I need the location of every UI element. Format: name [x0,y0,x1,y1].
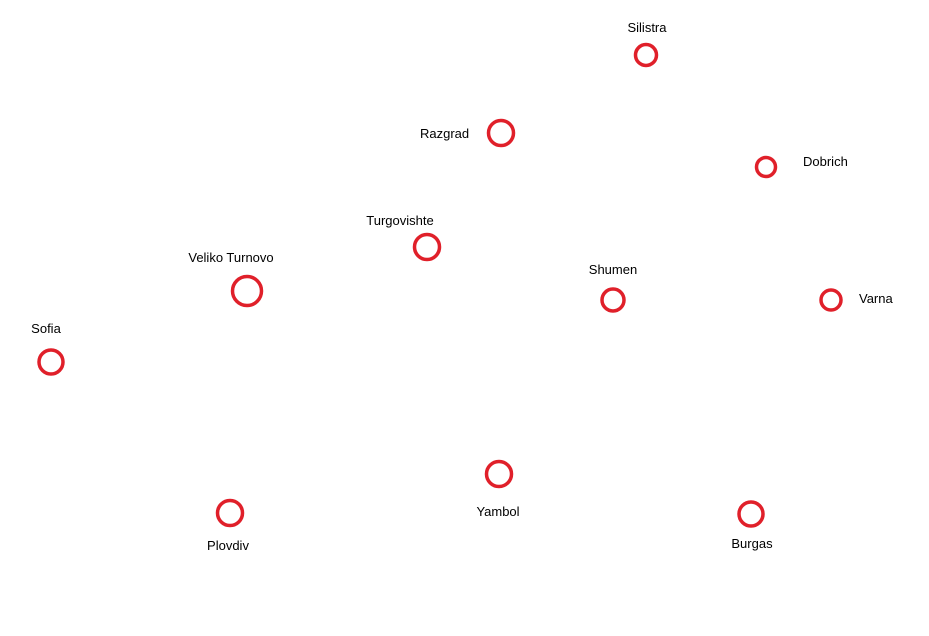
city-marker-razgrad[interactable] [486,118,516,148]
city-label-silistra: Silistra [627,20,667,35]
city-marker-burgas[interactable] [737,500,765,528]
city-varna[interactable]: Varna [819,288,893,312]
city-veliko-turnovo[interactable]: Veliko Turnovo [188,250,274,308]
city-burgas[interactable]: Burgas [731,500,773,551]
city-label-dobrich: Dobrich [803,154,848,169]
city-label-yambol: Yambol [476,504,519,519]
city-marker-turgovishte[interactable] [412,232,442,262]
city-plovdiv[interactable]: Plovdiv [207,498,249,554]
city-label-plovdiv: Plovdiv [207,538,249,553]
city-label-burgas: Burgas [731,536,773,551]
city-marker-shumen[interactable] [600,287,626,313]
city-marker-yambol[interactable] [484,459,514,489]
city-marker-plovdiv[interactable] [215,498,245,528]
city-yambol[interactable]: Yambol [476,459,520,520]
city-shumen[interactable]: Shumen [589,262,637,313]
city-marker-dobrich[interactable] [754,155,778,179]
city-silistra[interactable]: Silistra [627,20,667,68]
city-turgovishte[interactable]: Turgovishte [366,213,442,262]
city-razgrad[interactable]: Razgrad [420,118,516,148]
city-marker-varna[interactable] [819,288,843,312]
city-label-varna: Varna [859,291,893,306]
city-marker-silistra[interactable] [633,42,659,68]
city-marker-veliko-turnovo[interactable] [230,274,264,308]
city-dobrich[interactable]: Dobrich [754,154,848,179]
city-label-shumen: Shumen [589,262,637,277]
city-label-sofia: Sofia [31,321,61,336]
city-label-veliko-turnovo: Veliko Turnovo [188,250,273,265]
city-label-razgrad: Razgrad [420,126,469,141]
city-label-turgovishte: Turgovishte [366,213,433,228]
city-sofia[interactable]: Sofia [31,321,65,376]
city-marker-sofia[interactable] [37,348,65,376]
